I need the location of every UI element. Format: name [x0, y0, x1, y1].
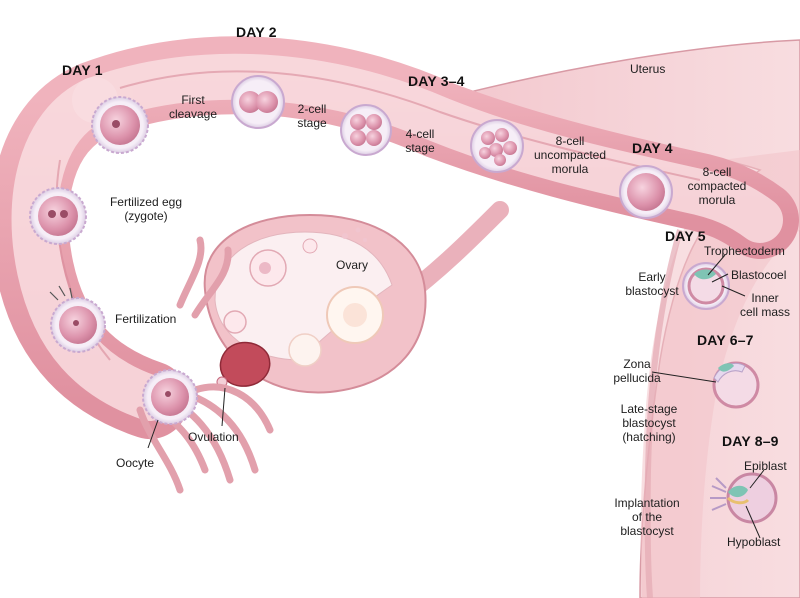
oocyte-cell	[142, 369, 198, 425]
uterus-label: Uterus	[630, 62, 666, 76]
blastocoel-label: Blastocoel	[731, 268, 787, 282]
day-6-7-label: DAY 6–7	[697, 332, 754, 348]
eight-cell-uncompacted-label: 8-cell uncompacted morula	[533, 134, 607, 176]
leader-lines	[147, 254, 765, 539]
hatching-blastocyst-cell	[712, 361, 760, 409]
fertilized-egg-label: Fertilized egg (zygote)	[109, 195, 183, 223]
implantation-label: Implantation of the blastocyst	[614, 496, 680, 538]
follicle	[223, 310, 247, 334]
follicle	[302, 238, 318, 254]
corpus-albicans	[288, 333, 322, 367]
ovary-label: Ovary	[336, 258, 369, 272]
four-cell-embryo	[340, 104, 392, 156]
compacted-morula	[619, 165, 673, 219]
fertilization-cell	[49, 285, 106, 353]
day-4-label: DAY 4	[632, 140, 673, 156]
follicle	[259, 262, 271, 274]
day-2-label: DAY 2	[236, 24, 277, 40]
day-5-label: DAY 5	[665, 228, 706, 244]
uncompacted-morula	[470, 119, 524, 173]
ovulation-label: Ovulation	[188, 430, 239, 444]
tube-fold-line	[119, 70, 701, 181]
hypoblast-label: Hypoblast	[727, 535, 781, 549]
uterine-lining	[644, 229, 683, 598]
implanting-blastocyst-cell	[710, 472, 778, 524]
epiblast-label: Epiblast	[744, 459, 787, 473]
fertilization-label: Fertilization	[115, 312, 177, 326]
zona-pellucida-label: Zona pellucida	[613, 357, 661, 385]
inner-cell-mass-label: Inner cell mass	[739, 291, 790, 319]
day-3-4-label: DAY 3–4	[408, 73, 465, 89]
four-cell-stage-label: 4-cell stage	[405, 127, 435, 155]
trophectoderm-label: Trophectoderm	[704, 244, 785, 258]
corpus-luteum-core	[343, 303, 367, 327]
early-blastocyst-cell	[682, 262, 730, 310]
two-cell-embryo	[231, 75, 285, 129]
late-stage-blastocyst-label: Late-stage blastocyst (hatching)	[620, 402, 678, 444]
small-follicle	[363, 238, 367, 242]
eight-cell-compacted-label: 8-cell compacted morula	[687, 165, 747, 207]
day-1-label: DAY 1	[62, 62, 103, 78]
zygote-cell	[29, 187, 87, 245]
ruptured-follicle	[219, 341, 271, 387]
day1-cell	[91, 96, 149, 154]
day-8-9-label: DAY 8–9	[722, 433, 779, 449]
oocyte-label: Oocyte	[116, 456, 155, 470]
tube-lumen-curve	[11, 77, 173, 421]
first-cleavage-label: First cleavage	[168, 93, 218, 121]
early-blastocyst-label: Early blastocyst	[625, 270, 679, 298]
two-cell-stage-label: 2-cell stage	[297, 102, 327, 130]
small-follicle	[342, 233, 348, 239]
small-follicle	[355, 227, 361, 233]
fimbriae-upper	[176, 236, 232, 319]
uterine-cavity	[560, 150, 800, 598]
